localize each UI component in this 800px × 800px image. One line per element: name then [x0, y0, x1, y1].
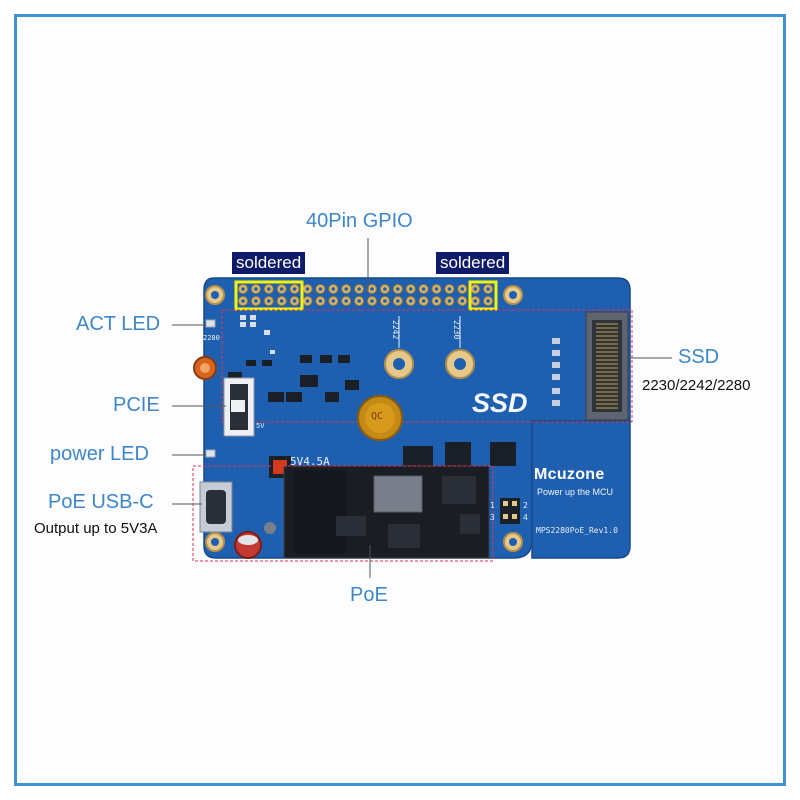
- power-led: [205, 449, 216, 458]
- gpio-pin-hole: [434, 299, 439, 303]
- silk-2280: 2280: [203, 334, 220, 342]
- gpio-pin-hole: [344, 287, 349, 291]
- gpio-pin-hole: [460, 299, 465, 303]
- gpio-pin-hole: [473, 287, 478, 291]
- gpio-pin-hole: [305, 299, 310, 303]
- silk-2230: 2230: [452, 320, 461, 340]
- brand-slogan: Power up the MCU: [537, 487, 614, 497]
- gpio-pin-hole: [357, 299, 361, 303]
- gpio-pin-hole: [434, 287, 439, 291]
- ssd-label: SSD: [678, 346, 720, 368]
- gpio-pin-hole: [421, 287, 426, 291]
- qc-sticker-text: QC: [371, 411, 384, 422]
- poe-label: PoE: [350, 584, 388, 606]
- gpio-pin-hole: [305, 287, 310, 291]
- ssd-standoffs: [384, 316, 475, 379]
- gpio-pin-hole: [254, 287, 258, 291]
- jumper-pin-labels-right: 2 4: [523, 501, 528, 522]
- gpio-pin-hole: [292, 299, 297, 303]
- gpio-pin-hole: [241, 299, 245, 303]
- poe-module: [283, 465, 490, 559]
- gpio-pin-hole: [292, 287, 297, 291]
- gpio-pin-hole: [279, 299, 284, 303]
- gpio-pin-hole: [421, 299, 426, 303]
- soldered-tag-left: soldered: [232, 252, 306, 274]
- gpio-pin-hole: [331, 287, 336, 291]
- gpio-pin-hole: [318, 287, 323, 291]
- gpio-pin-hole: [460, 287, 465, 291]
- silk-2242: 2242: [391, 320, 400, 340]
- soldered-highlight-left: [234, 280, 304, 311]
- poe-area-outline: [192, 465, 494, 562]
- gpio-pin-hole: [267, 287, 271, 291]
- gpio-pin-hole: [279, 287, 284, 291]
- ssd-sizes-label: 2230/2242/2280: [642, 377, 751, 394]
- mid-components: [269, 442, 516, 478]
- poe-usbc-label: PoE USB-C: [48, 491, 154, 513]
- voltage-silkscreen: 5V4.5A: [290, 455, 330, 468]
- brand-name: Mcuzone: [534, 466, 605, 483]
- gpio-pin-hole: [383, 299, 387, 303]
- pcie-label: PCIE: [113, 394, 160, 416]
- act-led-label: ACT LED: [76, 313, 161, 335]
- gpio-pin-hole: [486, 287, 490, 291]
- gpio-pin-hole: [396, 287, 400, 291]
- output-label: Output up to 5V3A: [34, 520, 158, 537]
- gpio-label: 40Pin GPIO: [306, 210, 413, 232]
- gpio-pin-hole: [254, 299, 258, 303]
- ssd-area-outline: [221, 309, 633, 423]
- gpio-pin-hole: [370, 287, 374, 291]
- pcb-lower-right: [531, 420, 631, 559]
- gpio-header: [238, 284, 494, 306]
- power-led-label: power LED: [50, 443, 149, 465]
- gpio-pin-hole: [267, 299, 271, 303]
- jumper-pins: [500, 498, 520, 524]
- gpio-pin-hole: [331, 299, 336, 303]
- gpio-pin-hole: [344, 299, 349, 303]
- soldered-highlight-right: [468, 280, 498, 311]
- gpio-pin-hole: [396, 299, 400, 303]
- gpio-pin-hole: [473, 299, 478, 303]
- gpio-pin-hole: [370, 299, 374, 303]
- gpio-pin-hole: [408, 299, 413, 303]
- m2-connector: [585, 311, 629, 421]
- act-led: [205, 319, 216, 328]
- gpio-pin-hole: [447, 287, 452, 291]
- gpio-pin-hole: [318, 299, 323, 303]
- jumper-pin-labels-left: 1 3: [490, 501, 495, 522]
- model-silkscreen: MPS2280PoE_Rev1.0: [536, 526, 618, 535]
- gpio-pin-hole: [241, 287, 245, 291]
- pcie-ffc-connector: [223, 377, 255, 437]
- soldered-tag-right: soldered: [436, 252, 510, 274]
- silk-5v: 5V: [256, 422, 265, 430]
- ssd-silkscreen: SSD: [472, 388, 528, 418]
- gpio-pin-hole: [408, 287, 413, 291]
- gpio-pin-hole: [447, 299, 452, 303]
- gpio-pin-hole: [486, 299, 490, 303]
- usb-c-port: [199, 481, 233, 533]
- gpio-pin-hole: [383, 287, 387, 291]
- gpio-pin-hole: [357, 287, 361, 291]
